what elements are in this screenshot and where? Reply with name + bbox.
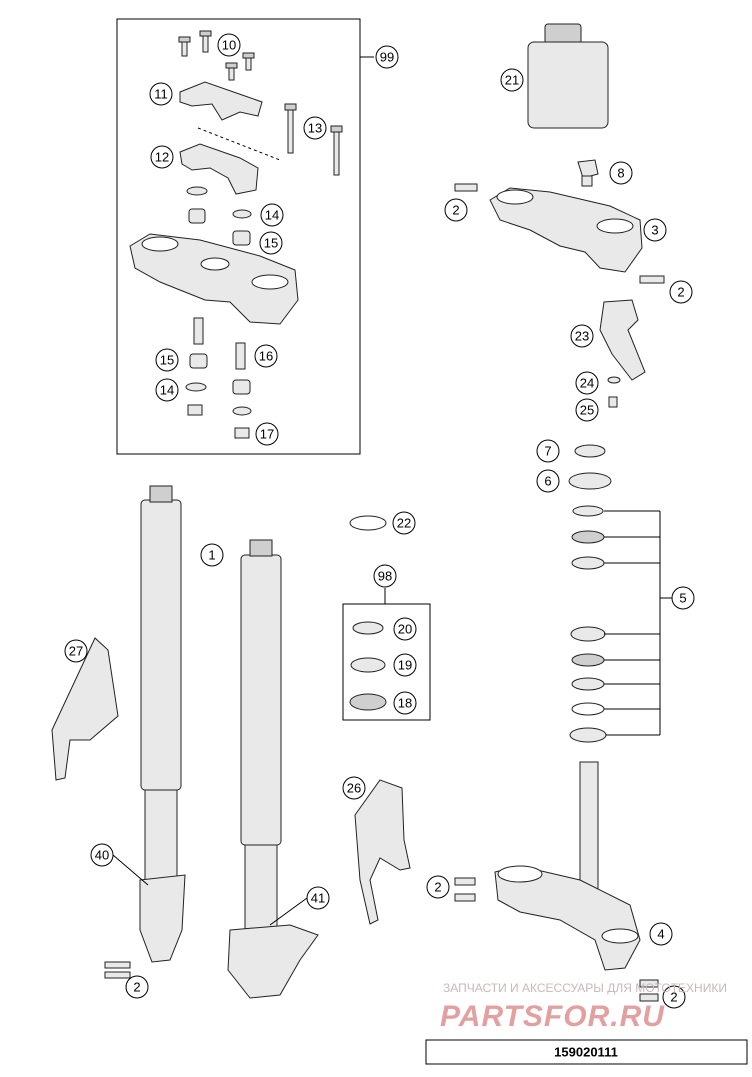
callout-2e: 2 [662, 985, 686, 1009]
callout-2d: 2 [125, 975, 149, 999]
svg-text:40: 40 [95, 848, 109, 863]
cable-guide-23 [599, 299, 646, 408]
handlebar-clamp-upper [179, 81, 263, 121]
fork-guard-26 [354, 779, 411, 925]
svg-text:3: 3 [651, 223, 658, 238]
svg-text:99: 99 [380, 50, 394, 65]
svg-text:14: 14 [265, 208, 279, 223]
callout-15b: 15 [155, 348, 179, 372]
fork-leg-left [104, 485, 186, 979]
svg-text:2: 2 [434, 880, 441, 895]
svg-text:19: 19 [398, 658, 412, 673]
svg-text:12: 12 [155, 150, 169, 165]
callout-13: 13 [303, 116, 327, 140]
svg-text:22: 22 [397, 516, 411, 531]
callout-18: 18 [393, 691, 417, 715]
callout-1: 1 [200, 543, 224, 567]
svg-text:24: 24 [580, 376, 594, 391]
callout-21: 21 [500, 68, 524, 92]
svg-text:27: 27 [69, 644, 83, 659]
callout-41: 41 [306, 886, 330, 910]
kit-99-lower-parts [185, 317, 252, 439]
callout-10: 10 [217, 33, 241, 57]
svg-text:98: 98 [378, 569, 392, 584]
svg-text:15: 15 [160, 353, 174, 368]
steering-nut-bolt [577, 159, 599, 187]
oil-can [527, 23, 609, 129]
svg-text:5: 5 [679, 591, 686, 606]
svg-text:23: 23 [575, 329, 589, 344]
callout-20: 20 [393, 617, 417, 641]
handlebar-clamp-lower [179, 127, 281, 195]
watermark-tagline: ЗАПЧАСТИ И АКСЕССУАРЫ ДЛЯ МОТОТЕХНИКИ [443, 981, 727, 995]
lower-triple-clamp-stem [454, 761, 659, 1002]
svg-text:1: 1 [208, 548, 215, 563]
kit-99-triple-clamp [129, 233, 299, 325]
svg-text:21: 21 [505, 73, 519, 88]
svg-text:25: 25 [580, 403, 594, 418]
callout-19: 19 [393, 653, 417, 677]
svg-text:16: 16 [259, 349, 273, 364]
callout-2c: 2 [426, 875, 450, 899]
svg-text:6: 6 [544, 474, 551, 489]
kit-99-bolts [178, 30, 343, 176]
bearing-stack [568, 444, 612, 743]
svg-text:20: 20 [398, 622, 412, 637]
callout-99: 99 [375, 45, 399, 69]
callout-40: 40 [90, 843, 114, 867]
watermark-brand: PARTSFOR.RU [440, 1000, 665, 1033]
callout-11: 11 [149, 82, 173, 106]
svg-text:2: 2 [452, 203, 459, 218]
callout-5: 5 [671, 586, 695, 610]
kit-99-frame [116, 18, 361, 455]
callout-4: 4 [649, 922, 673, 946]
callout-26: 26 [342, 776, 366, 800]
svg-text:14: 14 [160, 383, 174, 398]
callout-25: 25 [575, 398, 599, 422]
svg-text:2: 2 [670, 990, 677, 1005]
kit-98-frame [342, 603, 431, 721]
svg-text:26: 26 [347, 781, 361, 796]
svg-text:2: 2 [677, 285, 684, 300]
callout-12: 12 [150, 145, 174, 169]
kit-99-washers-top [186, 186, 252, 246]
callout-15a: 15 [259, 231, 283, 255]
svg-text:7: 7 [544, 444, 551, 459]
document-number-box [425, 1039, 748, 1065]
upper-triple-clamp [454, 183, 665, 284]
svg-text:8: 8 [617, 166, 624, 181]
svg-text:41: 41 [311, 891, 325, 906]
svg-text:11: 11 [154, 87, 168, 102]
svg-text:13: 13 [308, 121, 322, 136]
svg-text:18: 18 [398, 696, 412, 711]
fork-leg-right [227, 539, 319, 999]
seal-kit-98-parts [349, 515, 387, 711]
callout-27: 27 [64, 639, 88, 663]
callout-24: 24 [575, 371, 599, 395]
callout-3: 3 [643, 218, 667, 242]
callout-14b: 14 [155, 378, 179, 402]
document-number: 159020111 [554, 1045, 618, 1060]
callout-16: 16 [254, 344, 278, 368]
callout-14a: 14 [260, 203, 284, 227]
callout-8: 8 [609, 161, 633, 185]
svg-text:15: 15 [264, 236, 278, 251]
svg-text:17: 17 [260, 427, 274, 442]
svg-text:4: 4 [657, 927, 664, 942]
callout-22: 22 [392, 511, 416, 535]
callout-7: 7 [536, 439, 560, 463]
fork-guard-27 [51, 637, 119, 781]
callout-17: 17 [255, 422, 279, 446]
callout-2b: 2 [669, 280, 693, 304]
callout-6: 6 [536, 469, 560, 493]
callout-98: 98 [373, 564, 397, 588]
svg-text:2: 2 [133, 980, 140, 995]
callout-2a: 2 [444, 198, 468, 222]
bracket-lines-5 [604, 510, 672, 736]
svg-text:10: 10 [222, 38, 236, 53]
callout-23: 23 [570, 324, 594, 348]
